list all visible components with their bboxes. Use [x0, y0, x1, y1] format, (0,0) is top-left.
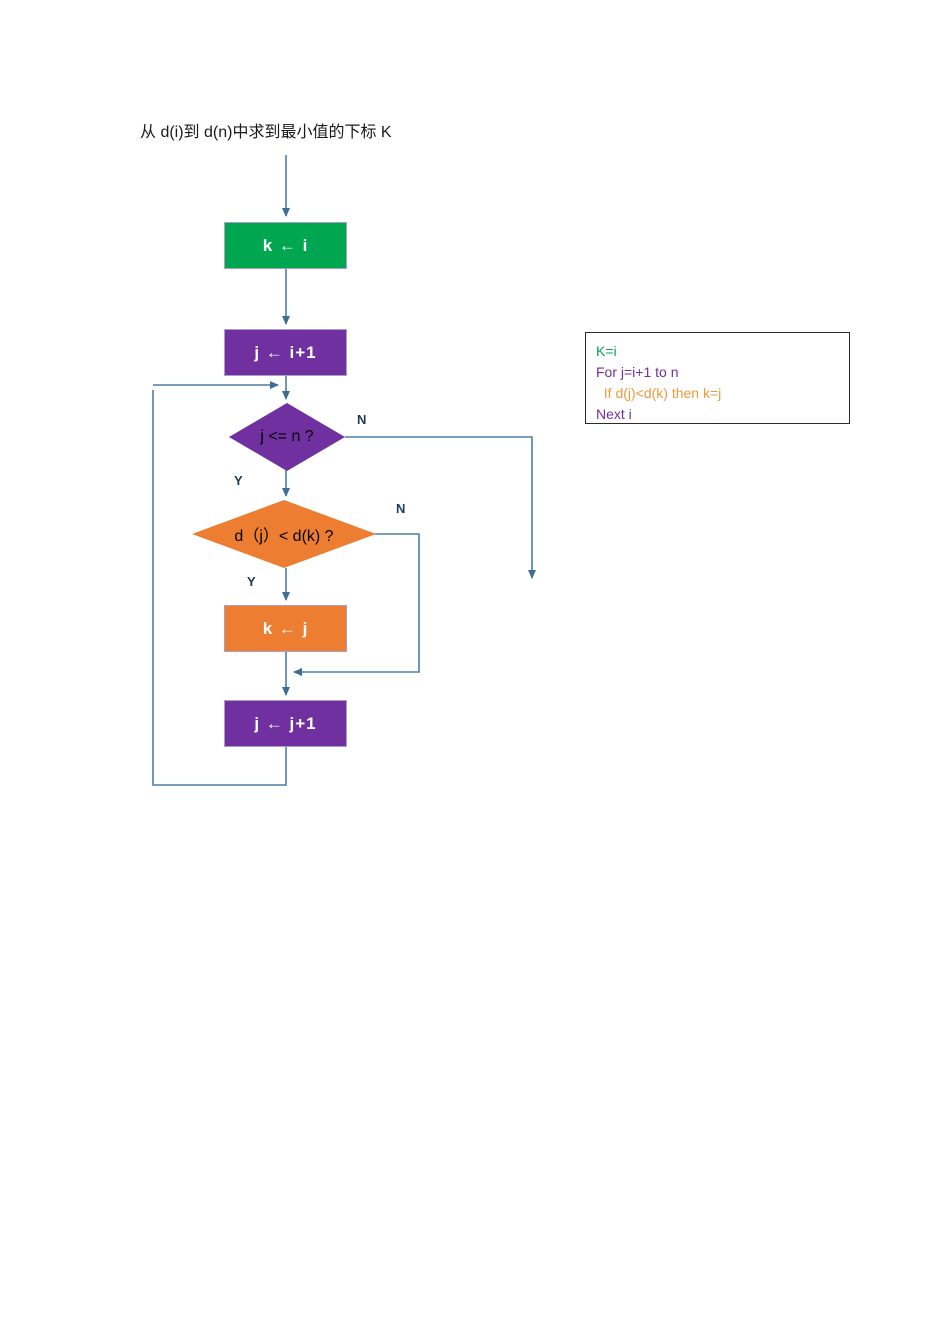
branch-label-dj-lt-dk-no: N [396, 501, 406, 516]
node-j-le-n-textwrap: j <= n ? [229, 403, 345, 471]
branch-label-dj-lt-dk-yes: Y [247, 574, 256, 589]
code-line-3: If d(j)<d(k) then k=j [596, 385, 722, 401]
node-j-assign-i1[interactable]: j ← i+1 [224, 329, 347, 376]
node-k-assign-j-label: k ← j [262, 618, 309, 638]
node-j-assign-i1-label: j ← i+1 [254, 342, 317, 362]
branch-label-j-le-n-yes: Y [234, 473, 243, 488]
code-line-4: Next i [596, 406, 632, 422]
branch-label-j-le-n-no: N [357, 412, 367, 427]
node-dj-lt-dk-textwrap: d（j）< d(k) ? [192, 500, 376, 568]
page-title: 从 d(i)到 d(n)中求到最小值的下标 K [140, 124, 392, 141]
node-j-le-n-label: j <= n ? [260, 428, 314, 445]
node-j-assign-j1-label: j ← j+1 [254, 713, 317, 733]
pseudocode-panel: K=i For j=i+1 to n If d(j)<d(k) then k=j… [585, 332, 850, 424]
node-k-assign-i[interactable]: k ← i [224, 222, 347, 269]
node-k-assign-i-label: k ← i [262, 235, 309, 255]
code-line-2: For j=i+1 to n [596, 364, 679, 380]
node-k-assign-j[interactable]: k ← j [224, 605, 347, 652]
node-dj-lt-dk-label: d（j）< d(k) ? [234, 528, 334, 545]
code-line-1: K=i [596, 343, 617, 359]
node-j-assign-j1[interactable]: j ← j+1 [224, 700, 347, 747]
